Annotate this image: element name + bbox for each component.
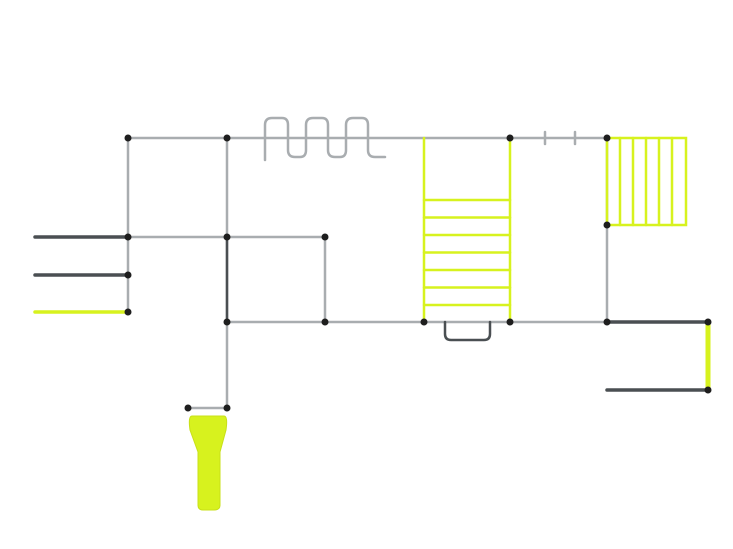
sit-up-bench xyxy=(188,415,228,511)
post-cap xyxy=(506,318,514,326)
post-cap xyxy=(704,386,712,394)
dark-bars xyxy=(33,235,710,392)
steel-frame xyxy=(126,116,609,410)
ladder-rungs xyxy=(422,198,512,307)
post-cap xyxy=(603,318,611,326)
post-cap xyxy=(223,134,231,142)
post-cap xyxy=(223,233,231,241)
yellow-elements xyxy=(33,136,711,511)
post-cap xyxy=(184,404,192,412)
horizontal-ladder-rungs xyxy=(618,136,674,227)
post-cap xyxy=(124,271,132,279)
post-cap xyxy=(223,404,231,412)
post-cap xyxy=(420,318,428,326)
dip-bar xyxy=(443,320,492,342)
zigzag-bar xyxy=(263,116,387,162)
post-cap xyxy=(321,318,329,326)
post-cap xyxy=(506,134,514,142)
post-cap xyxy=(704,318,712,326)
post-cap xyxy=(124,233,132,241)
post-cap xyxy=(124,134,132,142)
post-cap xyxy=(603,134,611,142)
post-cap xyxy=(124,308,132,316)
post-cap xyxy=(321,233,329,241)
post-cap xyxy=(223,318,231,326)
post-cap xyxy=(603,221,611,229)
post-caps xyxy=(124,134,712,412)
